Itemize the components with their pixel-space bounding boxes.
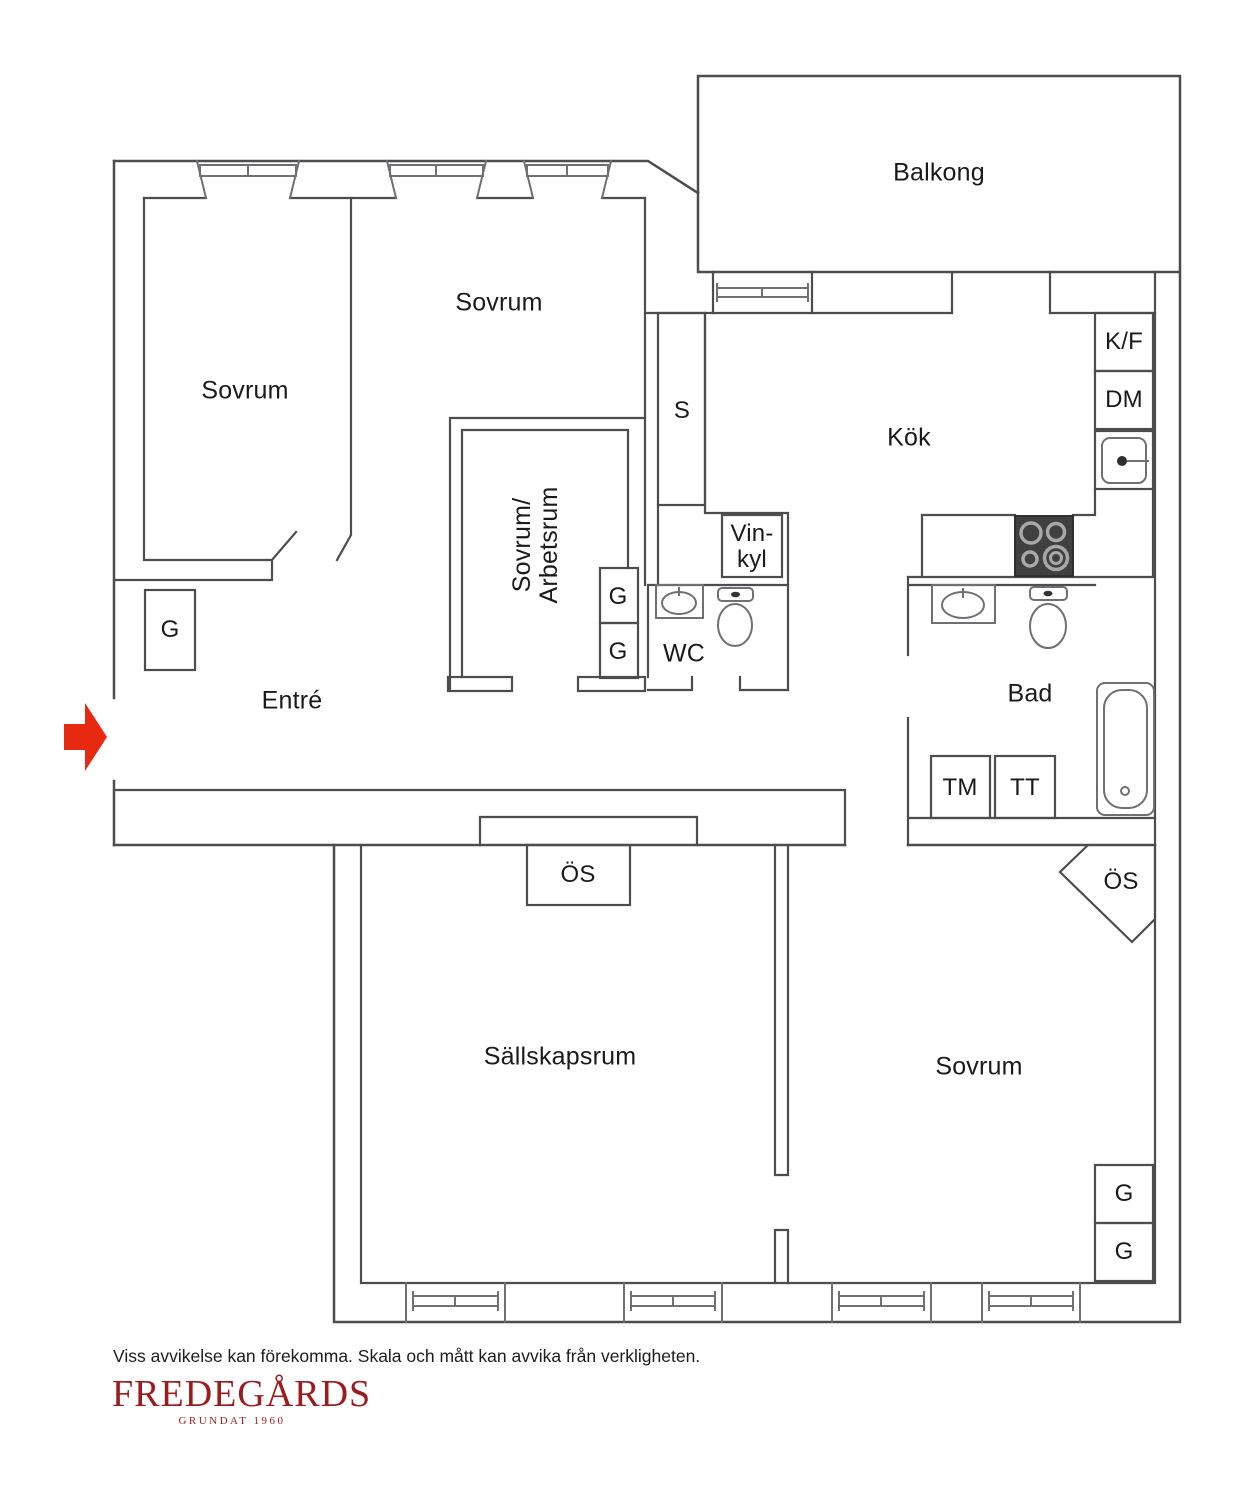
outer-walls (112, 74, 1182, 1324)
window-kitchen (716, 283, 809, 302)
brand-logo-tagline: GRUNDAT 1960 (178, 1415, 286, 1427)
room-label-entre: Entré (261, 686, 323, 715)
room-label-sovrum-se: Sovrum (935, 1052, 1023, 1081)
fireplace-label-os-2: ÖS (1103, 868, 1139, 896)
bathtub-icon (1096, 682, 1155, 816)
appliance-label-tm: TM (942, 774, 978, 802)
window-top-2 (385, 159, 488, 200)
room-label-wc: WC (662, 639, 706, 668)
room-label-kok: Kök (887, 423, 931, 452)
wc-toilet-icon (717, 587, 754, 647)
windows (195, 159, 1081, 1323)
closet-label-g-se-1: G (1114, 1180, 1134, 1208)
disclaimer-text: Viss avvikelse kan förekomma. Skala och … (113, 1346, 701, 1366)
room-label-bad: Bad (1007, 679, 1053, 708)
bath-sink-icon (931, 584, 996, 624)
appliance-label-tt: TT (1010, 774, 1040, 802)
fireplace-label-os-1: ÖS (560, 861, 596, 889)
room-label-sovrum-nw: Sovrum (201, 376, 289, 405)
closet-label-s: S (673, 397, 691, 425)
kitchen-sink-icon (1101, 437, 1149, 484)
closet-label-g-se-2: G (1114, 1238, 1134, 1266)
entrance-arrow-icon (64, 703, 107, 771)
brand-logo: FREDEGÅRDS (112, 1373, 372, 1415)
window-top-1 (195, 159, 301, 200)
interior-walls (112, 196, 1157, 1285)
wc-sink-icon (655, 584, 704, 619)
room-label-sovrum-arbetsrum: Sovrum/ Arbetsrum (508, 486, 563, 604)
appliance-label-vinkyl: Vin- kyl (730, 520, 774, 573)
room-label-balkong: Balkong (893, 158, 985, 187)
window-bottom-1 (405, 1282, 506, 1323)
window-bottom-4 (981, 1282, 1081, 1323)
window-top-3 (522, 159, 613, 200)
appliance-label-kf: K/F (1105, 328, 1143, 356)
room-label-sovrum-n: Sovrum (455, 288, 543, 317)
bath-toilet-icon (1029, 586, 1068, 649)
window-bottom-3 (831, 1282, 932, 1323)
closet-label-g-hall-2: G (608, 638, 628, 666)
room-label-sallskapsrum: Sällskapsrum (483, 1042, 637, 1071)
window-bottom-2 (623, 1282, 723, 1323)
closet-label-g-entre: G (160, 616, 180, 644)
fixtures (655, 437, 1155, 816)
appliance-label-dm: DM (1105, 386, 1143, 414)
closet-label-g-hall-1: G (608, 583, 628, 611)
stove-icon (1014, 515, 1074, 577)
